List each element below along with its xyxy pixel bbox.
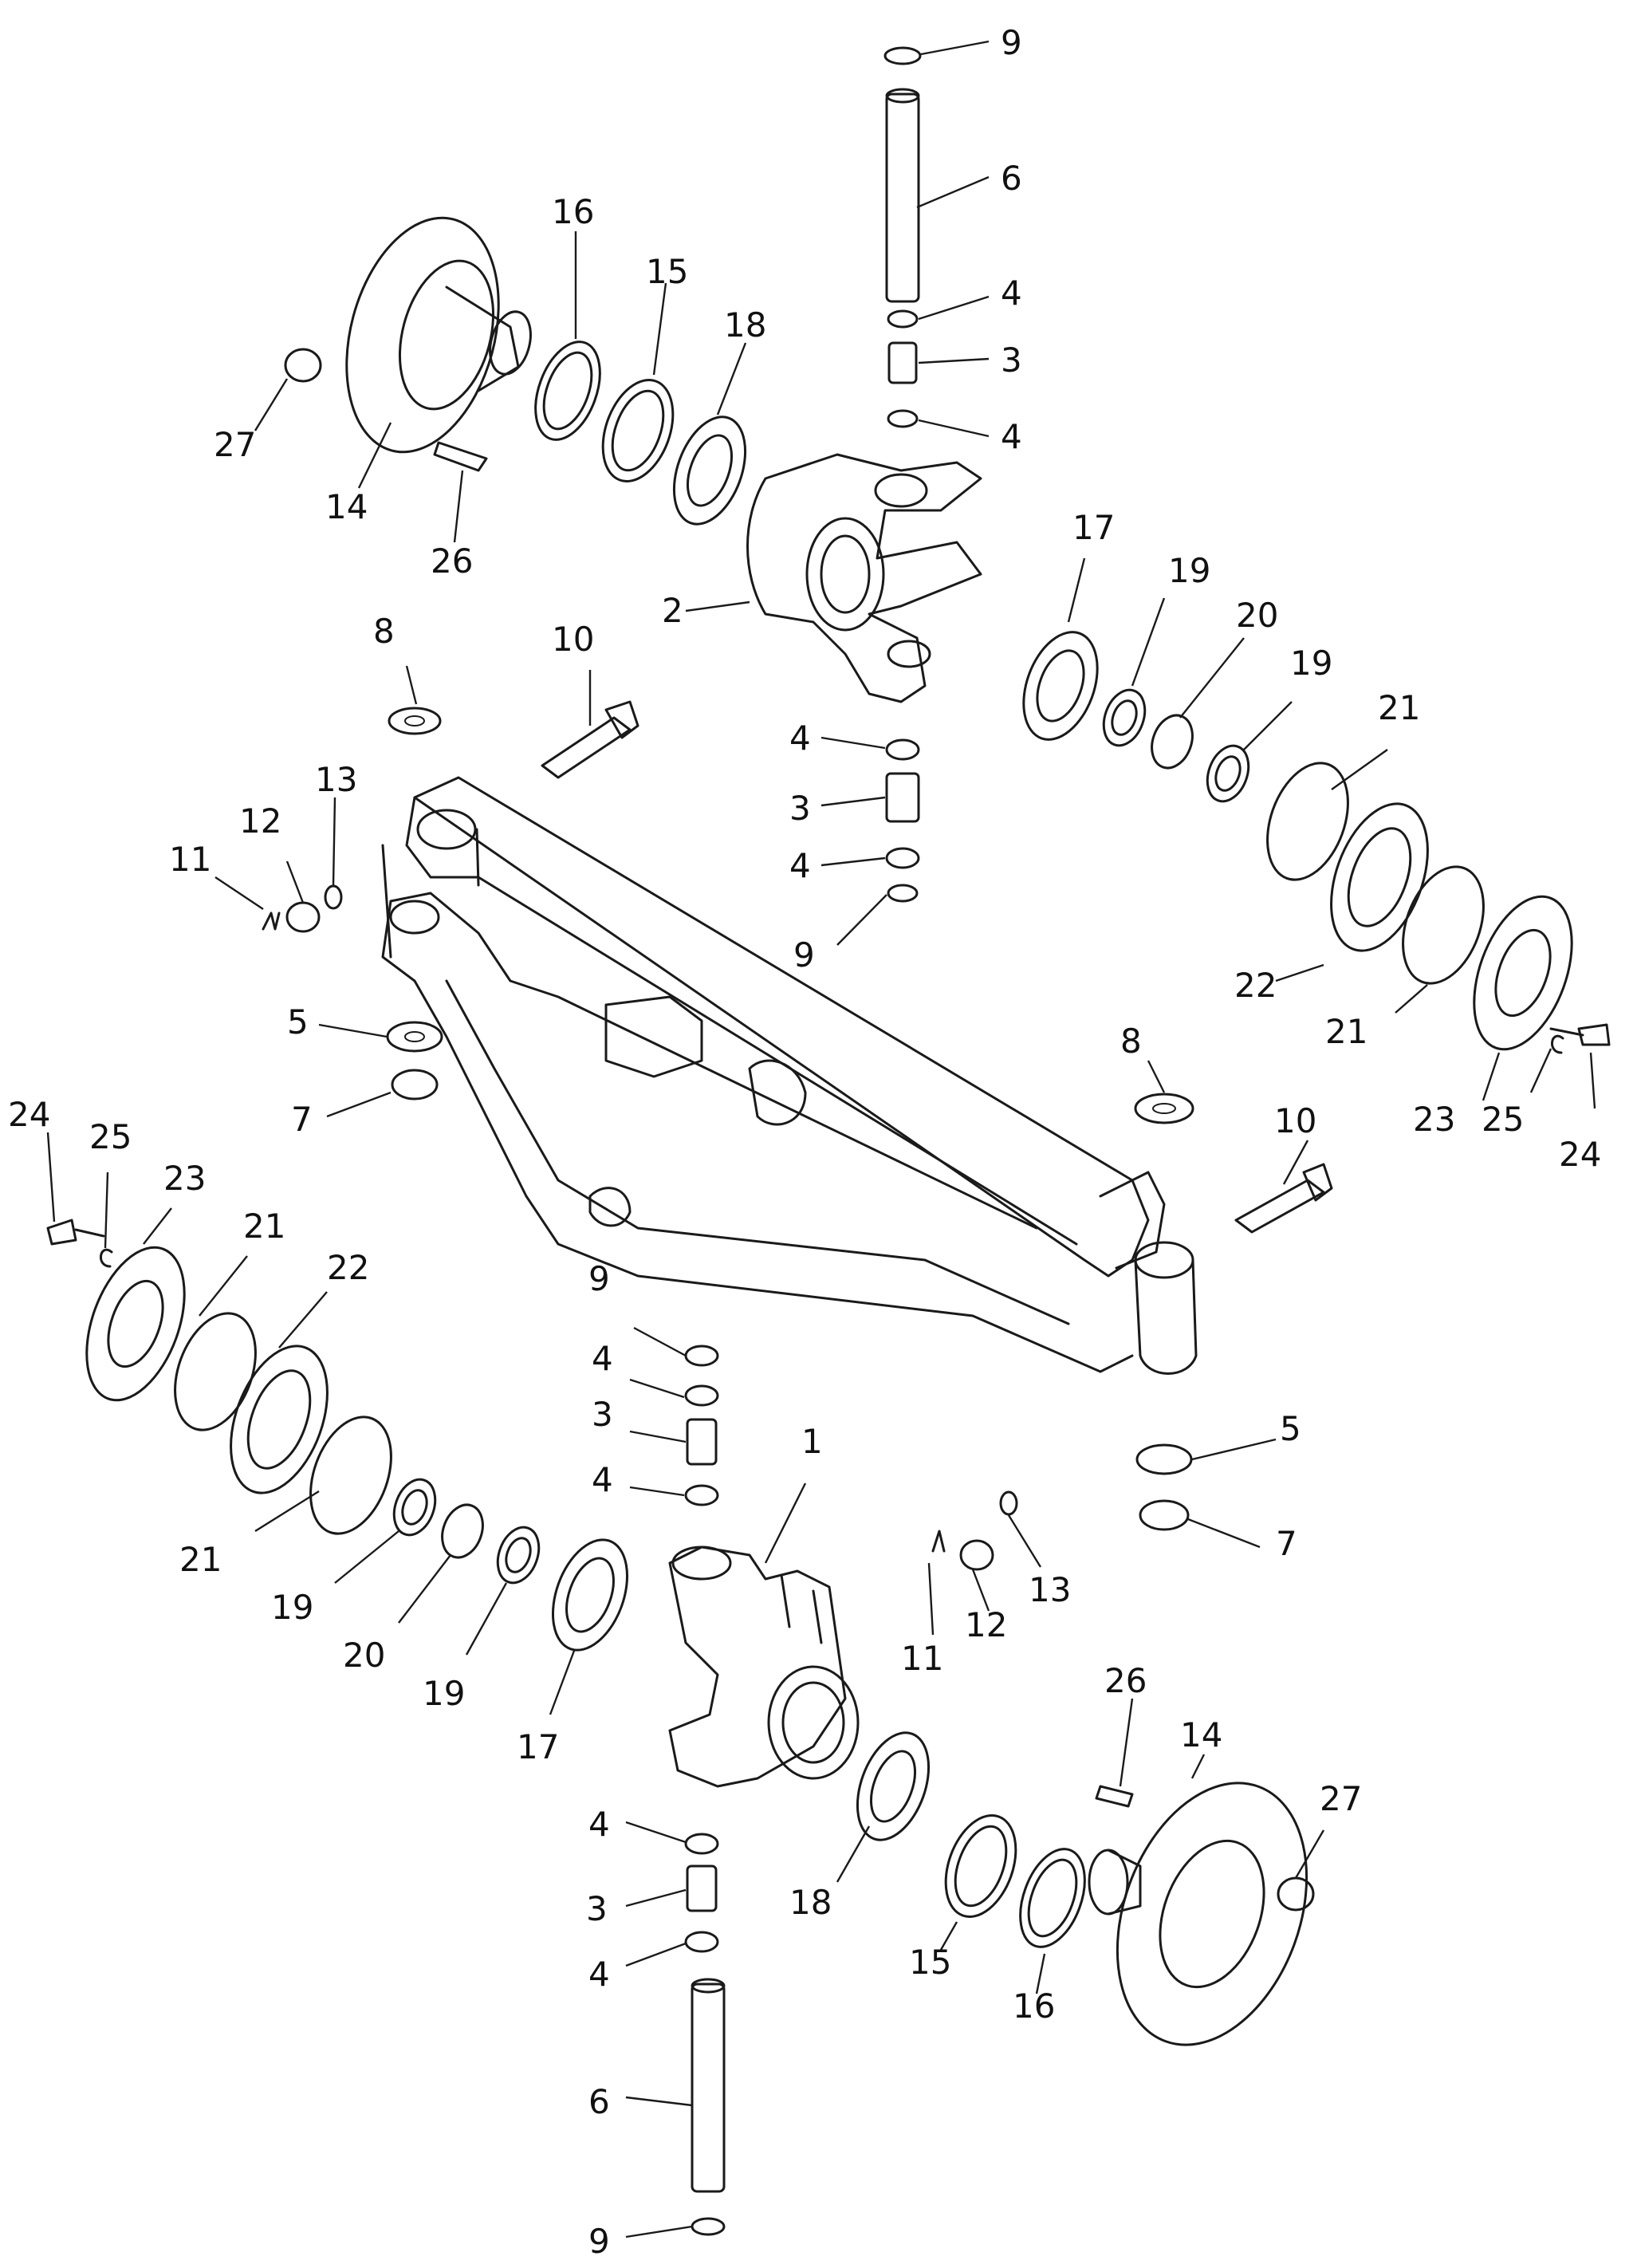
callout-26: 26 (1104, 1661, 1147, 1700)
callout-23: 23 (163, 1159, 206, 1198)
callout-4: 4 (588, 1805, 610, 1844)
upper-hub (345, 216, 532, 454)
upper-right-nuts (1102, 688, 1250, 803)
lower-left-cover-set (85, 1246, 392, 1535)
callout-1: 1 (801, 1422, 823, 1461)
callout-4: 4 (1001, 274, 1022, 313)
lower-left-nuts (392, 1478, 541, 1585)
callout-numbers: 9 6 16 15 18 4 3 4 27 14 26 17 19 20 19 … (8, 23, 1601, 2261)
callout-15: 15 (646, 252, 688, 291)
callout-7: 7 (291, 1100, 313, 1139)
callout-22: 22 (1234, 966, 1277, 1005)
callout-18: 18 (724, 305, 766, 345)
callout-13: 13 (1029, 1570, 1071, 1609)
callout-17: 17 (1072, 508, 1115, 547)
callout-9: 9 (588, 2222, 610, 2261)
callout-27: 27 (1320, 1779, 1362, 1818)
callout-19: 19 (271, 1588, 313, 1627)
small-hardware (46, 348, 1611, 1912)
callout-13: 13 (315, 760, 357, 799)
callout-25: 25 (1482, 1100, 1524, 1139)
callout-5: 5 (287, 1002, 309, 1041)
callout-4: 4 (789, 846, 811, 885)
callout-24: 24 (1559, 1135, 1601, 1174)
king-pins (691, 88, 920, 2193)
callout-10: 10 (552, 620, 594, 659)
callout-21: 21 (1325, 1012, 1367, 1051)
callout-22: 22 (327, 1248, 369, 1287)
callout-27: 27 (214, 425, 256, 464)
callout-11: 11 (169, 840, 211, 879)
callout-5: 5 (1280, 1409, 1301, 1448)
callout-6: 6 (1001, 159, 1022, 198)
callout-4: 4 (592, 1460, 613, 1499)
callout-8: 8 (373, 612, 395, 651)
callout-10: 10 (1274, 1101, 1316, 1140)
callout-3: 3 (789, 789, 811, 828)
callout-4: 4 (1001, 417, 1022, 456)
axle-beam (381, 776, 1198, 1375)
callout-26: 26 (431, 541, 473, 581)
callout-21: 21 (1378, 688, 1420, 727)
callout-3: 3 (1001, 341, 1022, 380)
callout-11: 11 (901, 1639, 943, 1678)
leader-lines (46, 40, 1596, 2238)
callout-21: 21 (243, 1207, 285, 1246)
callout-12: 12 (965, 1605, 1007, 1644)
callout-19: 19 (423, 1674, 465, 1713)
lower-hub (1088, 1782, 1308, 2046)
callout-20: 20 (1236, 596, 1278, 635)
callout-4: 4 (592, 1339, 613, 1378)
callout-16: 16 (1013, 1986, 1055, 2026)
callout-12: 12 (239, 801, 281, 841)
callout-20: 20 (343, 1636, 385, 1675)
callout-9: 9 (793, 935, 815, 975)
callout-8: 8 (1120, 1022, 1142, 1061)
callout-9: 9 (1001, 23, 1022, 62)
bushings-and-thrust-washers (684, 46, 922, 2236)
upper-steering-knuckle (746, 453, 982, 703)
callout-4: 4 (588, 1955, 610, 1994)
callout-24: 24 (8, 1095, 50, 1134)
seals-and-races (534, 341, 1086, 1948)
callout-23: 23 (1413, 1100, 1455, 1139)
lower-steering-knuckle (668, 1545, 860, 1788)
upper-right-cover-set (1266, 762, 1573, 1051)
callout-25: 25 (89, 1117, 132, 1156)
callout-3: 3 (586, 1889, 608, 1928)
callout-7: 7 (1276, 1524, 1297, 1563)
callout-19: 19 (1168, 551, 1210, 590)
callout-21: 21 (179, 1540, 222, 1579)
bearings (551, 415, 1099, 1841)
callout-2: 2 (662, 591, 683, 630)
callout-3: 3 (592, 1395, 613, 1434)
callout-14: 14 (1180, 1715, 1222, 1754)
callout-15: 15 (909, 1943, 951, 1982)
callout-18: 18 (789, 1883, 832, 1922)
callout-17: 17 (517, 1727, 559, 1766)
callout-6: 6 (588, 2082, 610, 2121)
callout-19: 19 (1290, 644, 1332, 683)
callout-4: 4 (789, 719, 811, 758)
callout-14: 14 (325, 487, 368, 526)
callout-16: 16 (552, 192, 594, 231)
callout-9: 9 (588, 1259, 610, 1298)
